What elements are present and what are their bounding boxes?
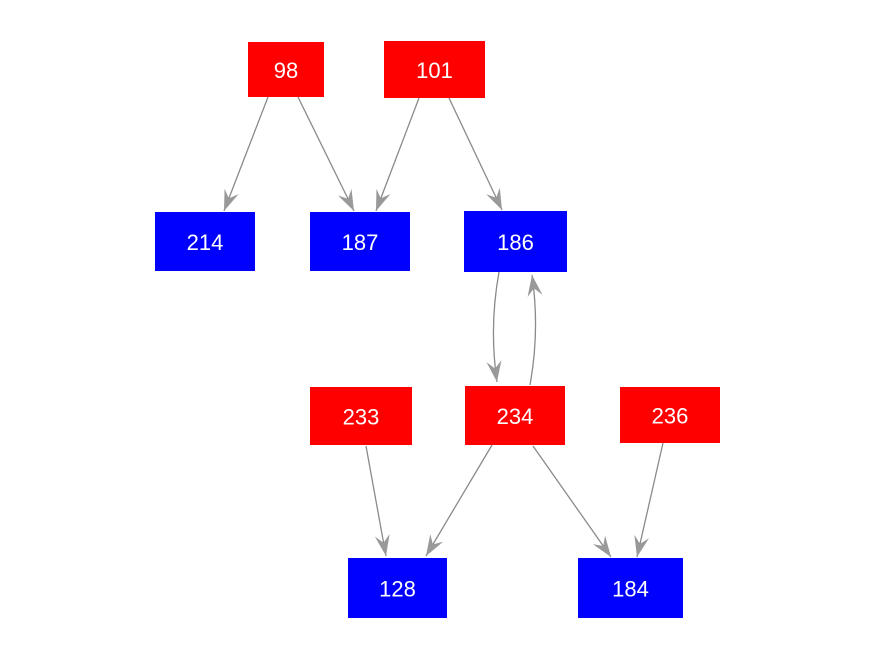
edge-98-214: [223, 96, 269, 212]
node-128: 128: [348, 558, 447, 618]
edge-line: [532, 445, 612, 558]
node-214: 214: [155, 212, 255, 271]
arrowhead-icon: [338, 188, 354, 211]
node-187-box: [310, 212, 410, 271]
node-234-label: 234: [497, 404, 534, 429]
arrowhead-icon: [426, 534, 444, 556]
node-101-label: 101: [416, 58, 453, 83]
arrowhead-icon: [486, 360, 502, 382]
edge-line: [375, 97, 420, 212]
edge-line: [636, 442, 664, 558]
node-101: 101: [384, 41, 485, 98]
edge-101-186: [448, 97, 503, 211]
arrowhead-icon: [592, 535, 611, 557]
edge-233-128: [365, 445, 390, 557]
node-234: 234: [465, 386, 565, 445]
node-233: 233: [310, 387, 412, 445]
node-186-label: 186: [497, 230, 534, 255]
edge-line: [425, 444, 493, 557]
node-98-label: 98: [274, 58, 298, 83]
node-187: 187: [310, 212, 410, 271]
node-186-box: [464, 211, 567, 272]
node-234-box: [465, 386, 565, 445]
node-186: 186: [464, 211, 567, 272]
node-236-label: 236: [652, 404, 689, 429]
arrowhead-icon: [374, 533, 390, 556]
edge-234-186: [527, 274, 543, 386]
edge-101-187: [375, 97, 420, 212]
node-233-box: [310, 387, 412, 445]
node-128-label: 128: [379, 577, 416, 602]
node-233-label: 233: [343, 405, 380, 430]
node-98-box: [248, 42, 324, 97]
edge-236-184: [634, 442, 664, 558]
arrowhead-icon: [376, 188, 391, 211]
arrowhead-icon: [634, 534, 649, 557]
arrowhead-icon: [527, 275, 543, 297]
node-184-label: 184: [612, 577, 649, 602]
node-101-box: [384, 41, 485, 98]
edge-234-128: [425, 444, 493, 557]
edge-186-234: [486, 271, 502, 383]
edge-line: [297, 96, 355, 212]
node-98: 98: [248, 42, 324, 97]
node-214-label: 214: [187, 230, 224, 255]
node-184: 184: [578, 558, 683, 618]
node-187-label: 187: [342, 230, 379, 255]
node-236: 236: [620, 387, 720, 443]
edge-line: [365, 445, 387, 557]
node-184-box: [578, 558, 683, 618]
arrowhead-icon: [486, 187, 502, 210]
edge-line: [448, 97, 503, 211]
node-128-box: [348, 558, 447, 618]
node-214-box: [155, 212, 255, 271]
edge-line: [223, 96, 269, 212]
node-236-box: [620, 387, 720, 443]
edge-234-184: [532, 445, 612, 558]
arrowhead-icon: [224, 188, 239, 211]
edge-98-187: [297, 96, 355, 212]
